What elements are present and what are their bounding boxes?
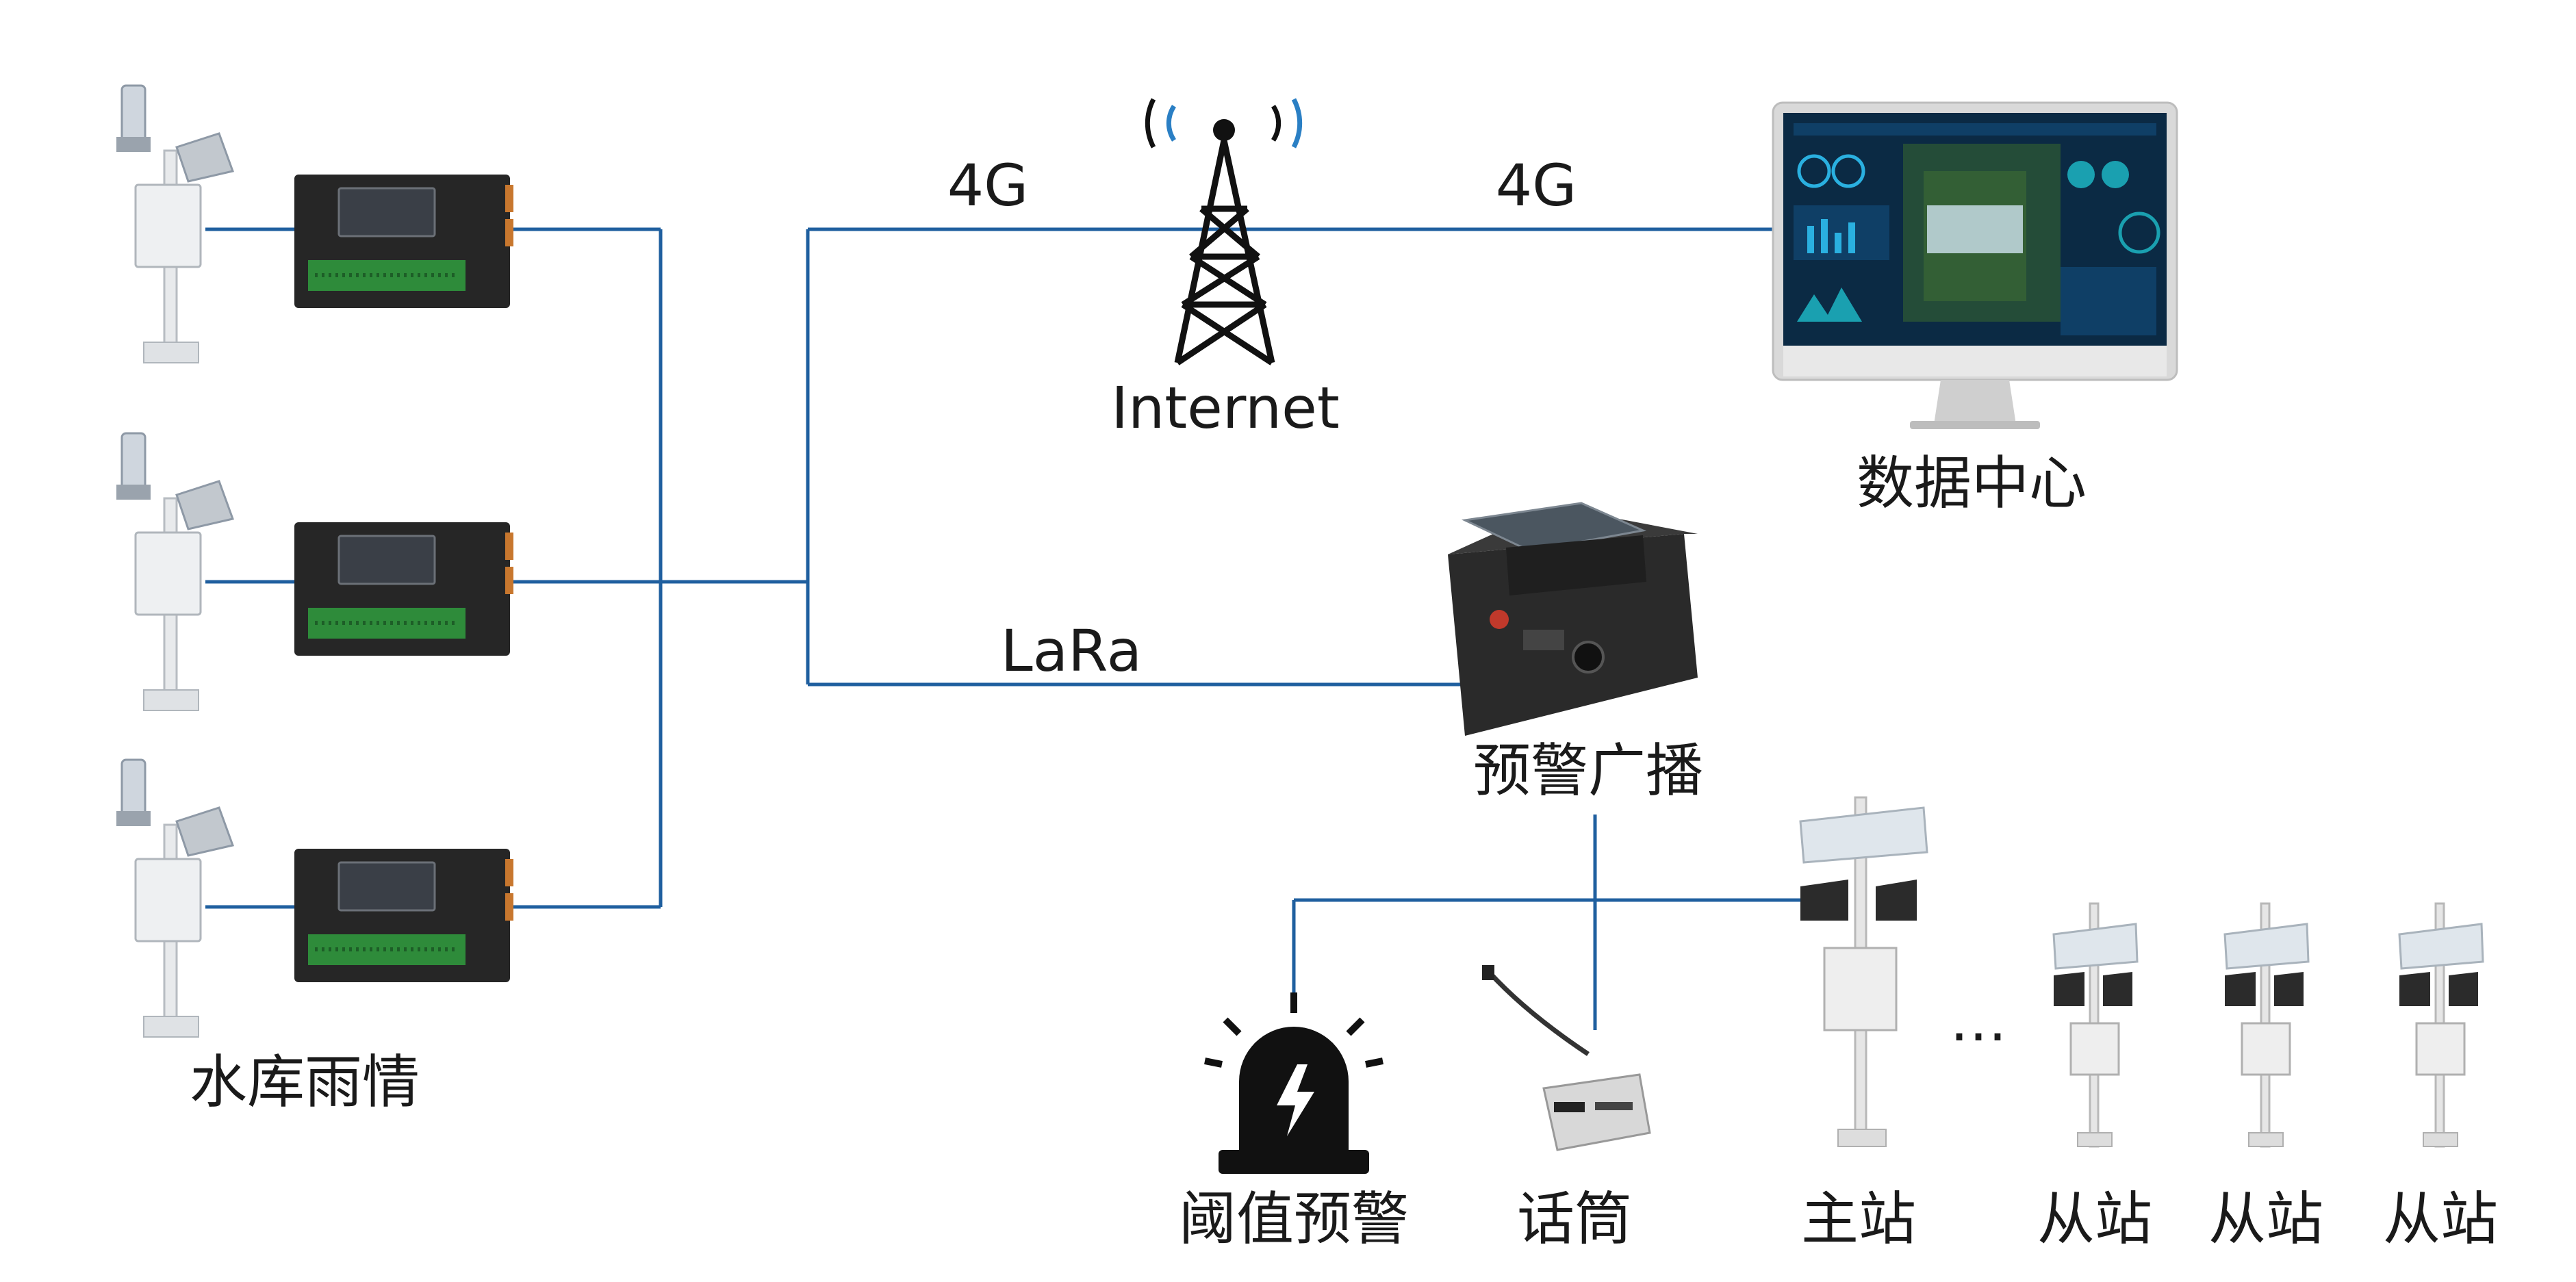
data-center-label: 数据中心 (1857, 450, 2087, 517)
sub-station-pole (2052, 902, 2139, 1148)
warning-broadcast-label: 预警广播 (1473, 737, 1703, 804)
rain-gauge-pole-icon (116, 84, 234, 363)
rain-gauge-station (116, 84, 513, 363)
broadcast-box-icon (1448, 502, 1698, 736)
network-4g-left-label: 4G (947, 152, 1029, 219)
microphone-icon (1482, 965, 1651, 1151)
network-4g-right-label: 4G (1496, 152, 1577, 219)
sub-station-label-3: 从站 (2383, 1185, 2498, 1253)
sub-station-label-2: 从站 (2208, 1185, 2323, 1253)
main-station-label: 主站 (1801, 1185, 1916, 1253)
cell-tower-icon (1145, 98, 1303, 366)
monitor-icon (1772, 101, 2178, 429)
threshold-warning-label: 阈值预警 (1179, 1185, 1409, 1253)
lara-label: LaRa (1001, 617, 1142, 684)
ellipsis-label: … (1950, 987, 2007, 1054)
microphone-label: 话筒 (1517, 1185, 1632, 1253)
rain-stations-label: 水库雨情 (190, 1049, 420, 1116)
connector-lines (205, 227, 1807, 1030)
speaker-pole-icon (1799, 796, 1928, 1147)
sub-station-label-1: 从站 (2037, 1185, 2152, 1253)
warning-light-icon (1204, 992, 1383, 1174)
internet-label: Internet (1111, 374, 1340, 441)
data-logger-icon (294, 175, 513, 308)
